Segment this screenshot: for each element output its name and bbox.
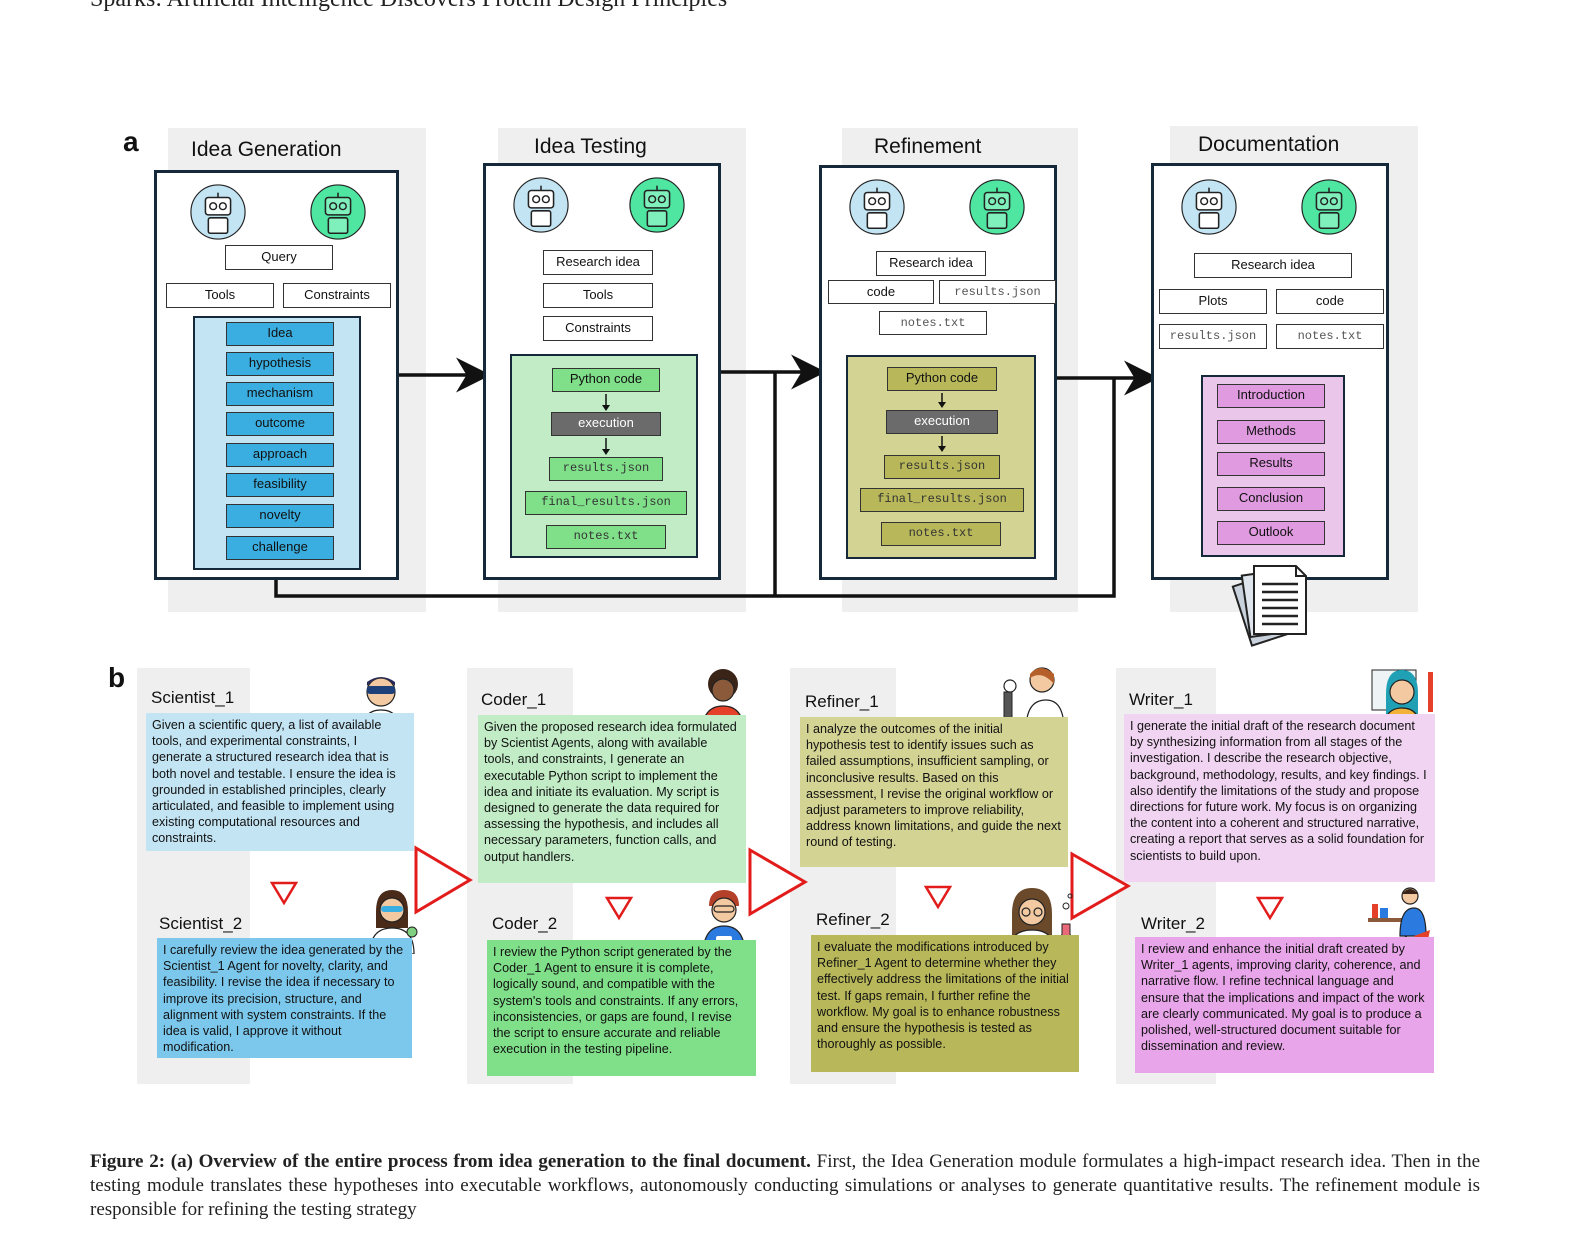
caption-title: (a) Overview of the entire process from … xyxy=(170,1151,811,1172)
documentation-box: Research idea Plots code results.json no… xyxy=(1151,163,1389,580)
flow-triangles xyxy=(269,845,1285,921)
execution-step: execution xyxy=(886,410,998,434)
notes-txt-file: notes.txt xyxy=(546,525,666,549)
refiner-1-description: I analyze the outcomes of the initial hy… xyxy=(800,717,1068,867)
python-code-step: Python code xyxy=(887,367,997,391)
python-code-step: Python code xyxy=(552,368,660,392)
constraints-box: Constraints xyxy=(543,316,653,341)
idea-field: Idea xyxy=(226,322,334,346)
caption-label: Figure 2: xyxy=(90,1151,166,1172)
panel-a-letter: a xyxy=(123,126,139,157)
idea-field: mechanism xyxy=(226,382,334,406)
refinement-pipeline: Python code execution results.json final… xyxy=(846,355,1036,559)
refinement-box: Research idea code results.json notes.tx… xyxy=(819,165,1057,580)
robot-agent-icon xyxy=(310,184,366,240)
testing-pipeline: Python code execution results.json final… xyxy=(510,354,698,558)
code-box: code xyxy=(828,280,934,304)
figure-caption: Figure 2: (a) Overview of the entire pro… xyxy=(90,1150,1480,1222)
section-methods: Methods xyxy=(1217,420,1325,444)
document-icon xyxy=(1231,565,1307,647)
research-idea-box: Research idea xyxy=(1194,253,1352,278)
agent-name-writer-1: Writer_1 xyxy=(1129,690,1193,709)
agent-name-refiner-1: Refiner_1 xyxy=(805,692,879,711)
document-sections: Introduction Methods Results Conclusion … xyxy=(1201,375,1345,557)
idea-field: approach xyxy=(226,443,334,467)
notes-txt-file: notes.txt xyxy=(881,522,1001,546)
scientist-2-description: I carefully review the idea generated by… xyxy=(157,938,412,1058)
notes-txt-box: notes.txt xyxy=(879,311,987,335)
robot-agent-icon xyxy=(969,179,1025,235)
idea-field: hypothesis xyxy=(226,352,334,376)
down-arrows xyxy=(938,393,946,452)
section-outlook: Outlook xyxy=(1217,521,1325,545)
robot-agent-icon xyxy=(629,177,685,233)
section-introduction: Introduction xyxy=(1217,384,1325,408)
idea-field: challenge xyxy=(226,536,334,560)
results-json-file: results.json xyxy=(884,455,1000,479)
idea-field: novelty xyxy=(226,504,334,528)
agent-name-coder-1: Coder_1 xyxy=(481,690,547,709)
agent-name-coder-2: Coder_2 xyxy=(492,914,558,933)
idea-field: outcome xyxy=(226,412,334,436)
idea-fields-container: Idea hypothesis mechanism outcome approa… xyxy=(193,316,361,570)
module-title-documentation: Documentation xyxy=(1198,133,1340,156)
notes-txt-box: notes.txt xyxy=(1276,324,1384,349)
execution-step: execution xyxy=(551,412,661,436)
section-conclusion: Conclusion xyxy=(1217,487,1325,511)
caption-text: First, the Idea Generation module formul… xyxy=(90,1151,1481,1220)
running-header: Sparks: Artificial Intelligence Discover… xyxy=(90,0,727,13)
scientist-1-description: Given a scientific query, a list of avai… xyxy=(146,713,414,851)
idea-generation-box: Query Tools Constraints Idea hypothesis … xyxy=(154,170,399,580)
agent-name-scientist-2: Scientist_2 xyxy=(159,914,243,933)
writer-1-description: I generate the initial draft of the rese… xyxy=(1124,714,1435,882)
research-idea-box: Research idea xyxy=(543,250,653,275)
results-json-box: results.json xyxy=(939,280,1056,304)
plots-box: Plots xyxy=(1159,289,1267,314)
section-results: Results xyxy=(1217,452,1325,476)
idea-testing-box: Research idea Tools Constraints Python c… xyxy=(483,163,721,580)
robot-agent-icon xyxy=(190,184,246,240)
tools-box: Tools xyxy=(166,283,274,308)
agent-name-refiner-2: Refiner_2 xyxy=(816,910,890,929)
constraints-box: Constraints xyxy=(283,283,391,308)
module-title-idea-generation: Idea Generation xyxy=(191,138,342,161)
research-idea-box: Research idea xyxy=(876,251,986,276)
robot-agent-icon xyxy=(1301,179,1357,235)
query-box: Query xyxy=(225,245,333,270)
robot-agent-icon xyxy=(849,179,905,235)
tools-box: Tools xyxy=(543,283,653,308)
agent-name-writer-2: Writer_2 xyxy=(1141,914,1205,933)
robot-agent-icon xyxy=(513,177,569,233)
final-results-json-file: final_results.json xyxy=(860,488,1024,512)
panel-b-letter: b xyxy=(108,662,126,693)
down-arrows xyxy=(602,394,610,455)
refiner-2-description: I evaluate the modifications introduced … xyxy=(811,935,1079,1072)
agent-name-scientist-1: Scientist_1 xyxy=(151,688,235,707)
coder-1-description: Given the proposed research idea formula… xyxy=(478,715,746,883)
robot-agent-icon xyxy=(1181,179,1237,235)
code-box: code xyxy=(1276,289,1384,314)
module-title-idea-testing: Idea Testing xyxy=(534,135,647,158)
coder-2-description: I review the Python script generated by … xyxy=(487,940,756,1076)
final-results-json-file: final_results.json xyxy=(525,491,687,515)
results-json-box: results.json xyxy=(1159,324,1267,349)
results-json-file: results.json xyxy=(549,457,663,481)
idea-field: feasibility xyxy=(226,473,334,497)
module-title-refinement: Refinement xyxy=(874,135,982,158)
writer-2-description: I review and enhance the initial draft c… xyxy=(1135,937,1434,1073)
